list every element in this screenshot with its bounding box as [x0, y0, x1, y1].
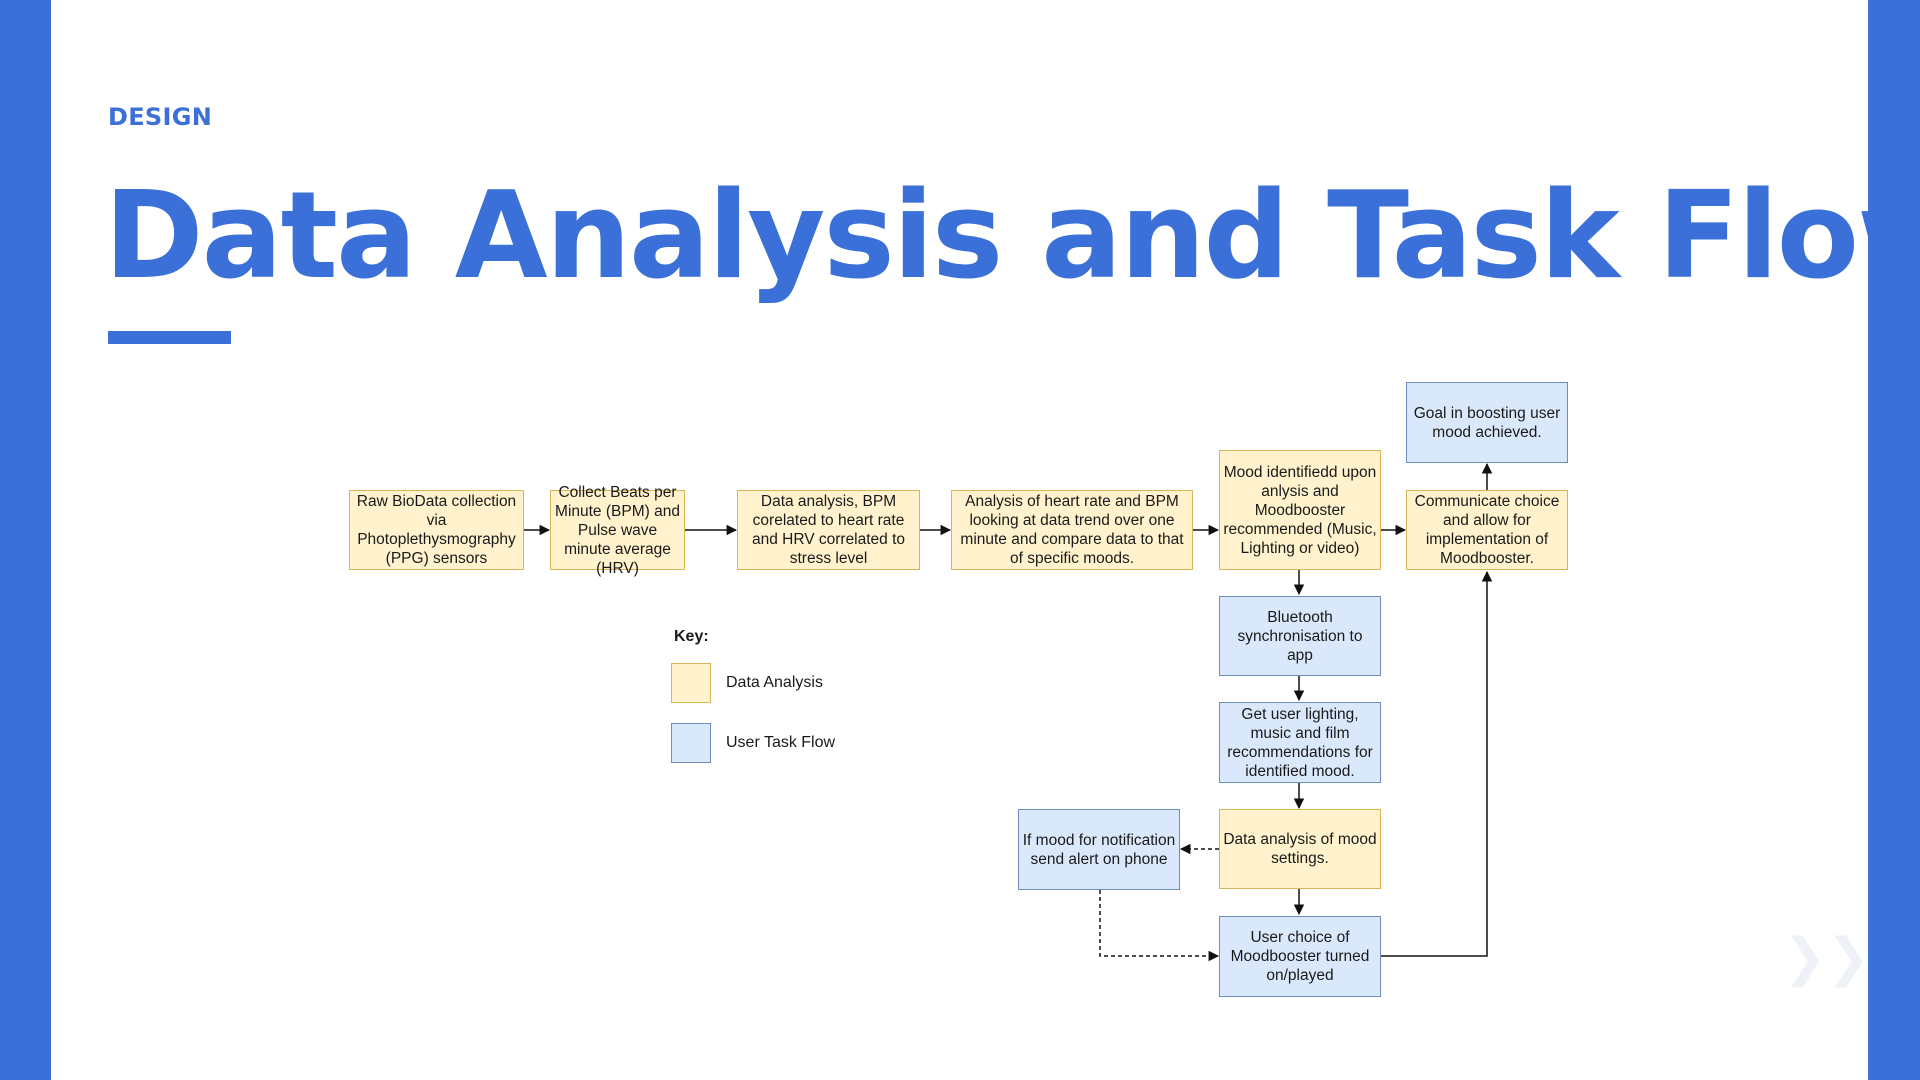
section-label: DESIGN [108, 103, 213, 131]
arrow-userchoice-to-communicate [1381, 570, 1493, 957]
right-accent-bar [1868, 0, 1920, 1080]
dashed-arrow-alert-to-userchoice [1099, 890, 1220, 962]
title-underline [108, 331, 231, 344]
node-communicate-choice: Communicate choice and allow for impleme… [1406, 490, 1568, 570]
node-bluetooth-sync: Bluetooth synchronisation to app [1219, 596, 1381, 676]
node-data-analysis-bpm: Data analysis, BPM corelated to heart ra… [737, 490, 920, 570]
chevron-watermark-icon: ❯❯ [1783, 928, 1871, 988]
node-raw-biodata: Raw BioData collection via Photoplethysm… [349, 490, 524, 570]
key-title: Key: [674, 628, 709, 645]
slide-title: Data Analysis and Task Flow [104, 167, 1920, 306]
node-goal-achieved: Goal in boosting user mood achieved. [1406, 382, 1568, 463]
node-analysis-heart-rate: Analysis of heart rate and BPM looking a… [951, 490, 1193, 570]
node-notification-alert: If mood for notification send alert on p… [1018, 809, 1180, 890]
node-get-recommendations: Get user lighting, music and film recomm… [1219, 702, 1381, 783]
node-user-choice: User choice of Moodbooster turned on/pla… [1219, 916, 1381, 997]
key-label-user-task-flow: User Task Flow [726, 734, 836, 751]
key-label-data-analysis: Data Analysis [726, 674, 823, 691]
node-collect-bpm: Collect Beats per Minute (BPM) and Pulse… [550, 484, 685, 577]
key-swatch-data-analysis [671, 663, 711, 703]
left-accent-bar [0, 0, 51, 1080]
node-data-analysis-settings: Data analysis of mood settings. [1219, 809, 1381, 889]
key-swatch-user-task-flow [671, 723, 711, 763]
node-mood-identified: Mood identifiedd upon anlysis and Moodbo… [1219, 450, 1381, 570]
